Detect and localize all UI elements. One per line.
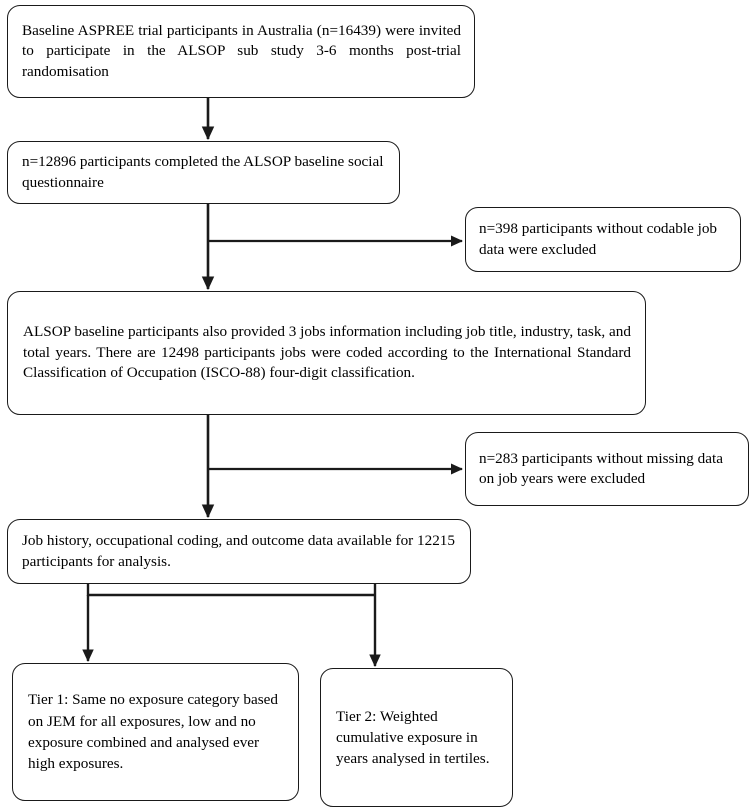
node-tier2-text: Tier 2: Weighted cumulative exposure in … — [336, 707, 490, 768]
node-excluded-no-codable-job: n=398 participants without codable job d… — [465, 207, 741, 272]
node-analysis-dataset-text: Job history, occupational coding, and ou… — [22, 532, 455, 570]
node-excluded-missing-job-years-text: n=283 participants without missing data … — [479, 449, 723, 487]
node-recruitment: Baseline ASPREE trial participants in Au… — [7, 5, 475, 98]
node-recruitment-text: Baseline ASPREE trial participants in Au… — [22, 21, 461, 80]
node-job-coding: ALSOP baseline participants also provide… — [7, 291, 646, 415]
node-baseline-questionnaire: n=12896 participants completed the ALSOP… — [7, 141, 400, 204]
node-tier2: Tier 2: Weighted cumulative exposure in … — [320, 668, 513, 807]
node-baseline-questionnaire-text: n=12896 participants completed the ALSOP… — [22, 153, 384, 191]
node-excluded-missing-job-years: n=283 participants without missing data … — [465, 432, 749, 506]
node-job-coding-text: ALSOP baseline participants also provide… — [23, 323, 631, 382]
node-analysis-dataset: Job history, occupational coding, and ou… — [7, 519, 471, 584]
node-tier1-text: Tier 1: Same no exposure category based … — [28, 691, 278, 773]
node-tier1: Tier 1: Same no exposure category based … — [12, 663, 299, 801]
node-excluded-no-codable-job-text: n=398 participants without codable job d… — [479, 220, 718, 258]
